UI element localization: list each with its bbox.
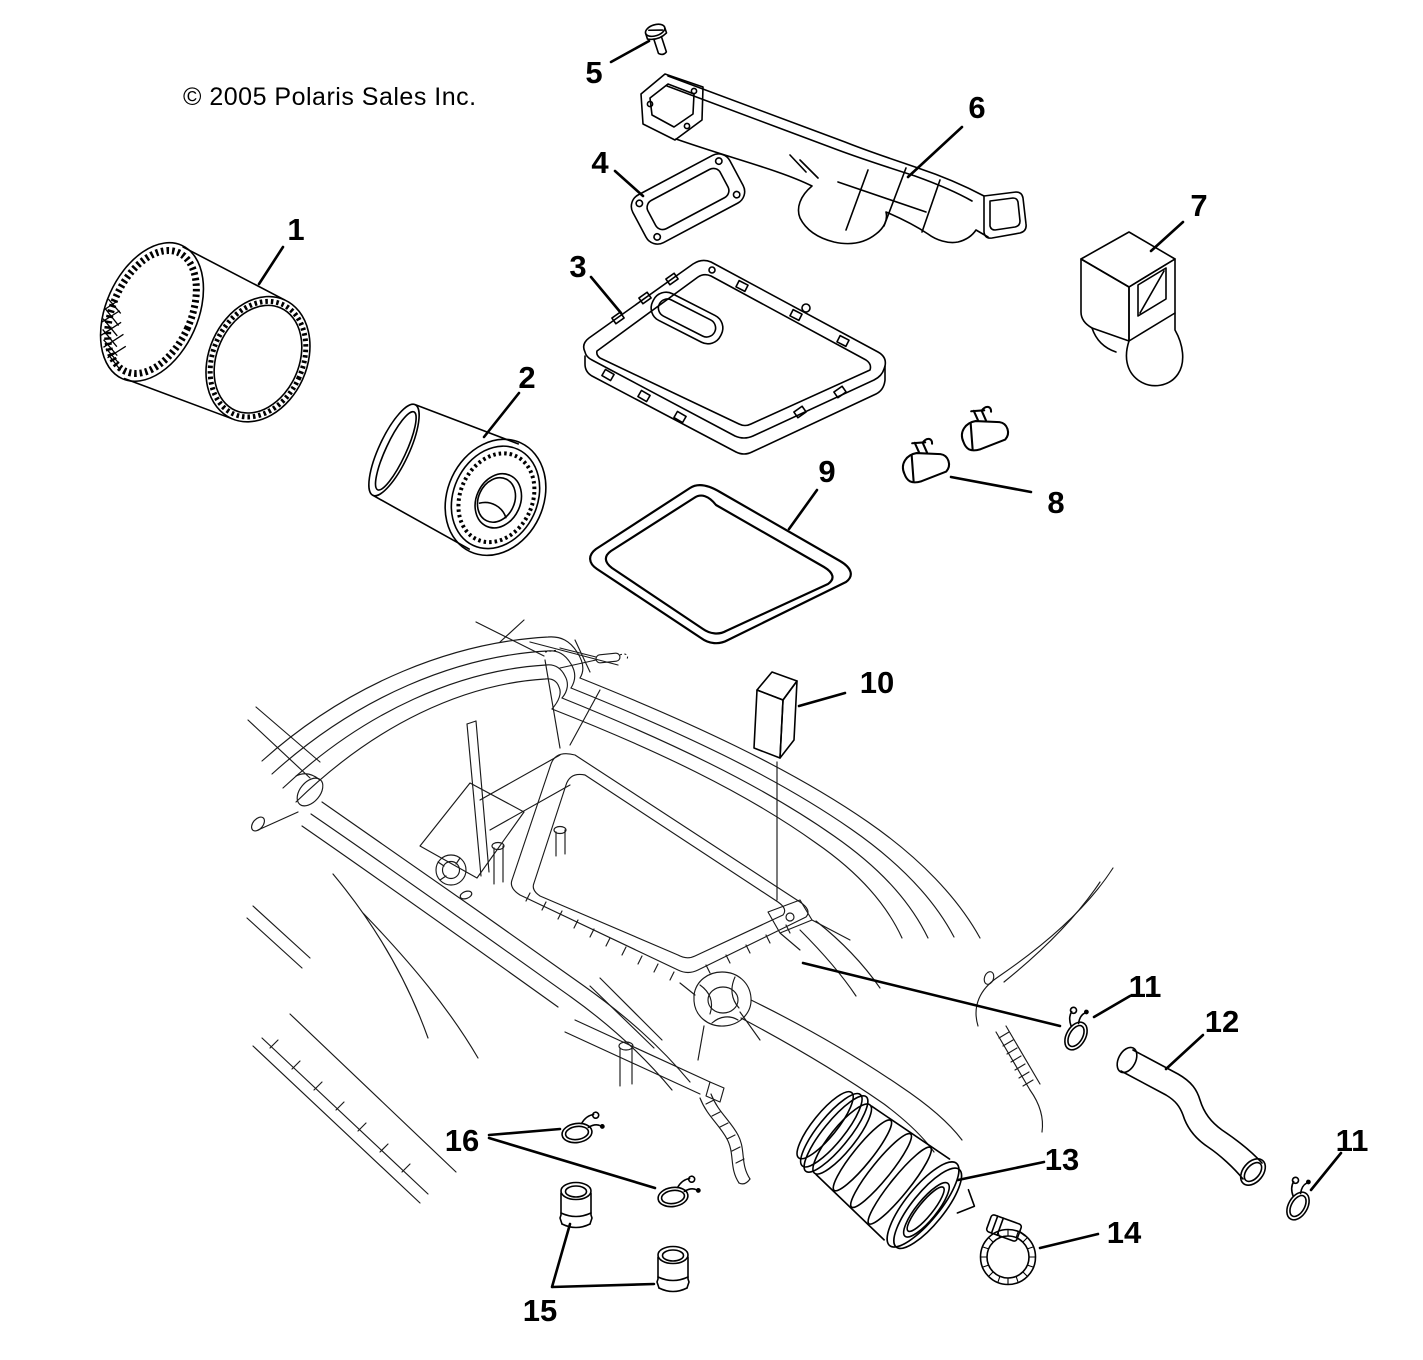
- callout-8-label: 8: [1047, 485, 1064, 520]
- part-2-air-filter: [368, 403, 547, 557]
- part-3-airbox-cover: [582, 259, 887, 455]
- part-5-screw: [644, 23, 668, 56]
- callout-11-label: 11: [1129, 969, 1162, 1004]
- callout-2-label: 2: [518, 360, 535, 395]
- callout-5-label: 5: [585, 55, 602, 90]
- callout-7-label: 7: [1190, 188, 1207, 223]
- callout-leader-lines: [257, 39, 1343, 1289]
- callout-11b-label: 11: [1336, 1123, 1369, 1158]
- callout-12-label: 12: [1205, 1004, 1239, 1039]
- part-7-resonator-box: [1080, 231, 1184, 387]
- part-16-spring-clamps: [558, 1110, 704, 1210]
- part-14-worm-clamp: [979, 1214, 1037, 1286]
- part-13-intake-boot: [796, 1090, 976, 1250]
- callout-13-label: 13: [1045, 1142, 1079, 1177]
- callout-labels: 1 2 3 4 5 6 7 8 9 10 11 12 11 13 14 15 1…: [287, 55, 1368, 1328]
- callout-1-label: 1: [287, 212, 304, 247]
- callout-15-label: 15: [523, 1293, 557, 1328]
- callout-3-label: 3: [569, 249, 586, 284]
- callout-4-label: 4: [591, 145, 609, 180]
- callout-14-label: 14: [1107, 1215, 1142, 1250]
- callout-9-label: 9: [818, 454, 835, 489]
- part-11-spring-clamps: [1052, 1001, 1322, 1225]
- part-4-gasket: [630, 153, 746, 245]
- copyright-notice: © 2005 Polaris Sales Inc.: [183, 83, 477, 111]
- part-10-foam-block: [753, 671, 798, 759]
- callout-6-label: 6: [968, 90, 985, 125]
- callout-16-label: 16: [445, 1123, 479, 1158]
- part-1-prefilter: [99, 241, 311, 423]
- part-12-vent-hose: [1116, 1046, 1267, 1186]
- part-15-mount-bushings: [559, 1181, 690, 1293]
- cover-edge-tabs: [601, 266, 850, 424]
- part-8-latch-clips: [897, 403, 1012, 486]
- part-9-cover-seal: [589, 483, 852, 645]
- chassis-body-line-art: [246, 619, 1114, 1204]
- callout-10-label: 10: [860, 665, 894, 700]
- prefilter-hatch-patch: [100, 298, 127, 371]
